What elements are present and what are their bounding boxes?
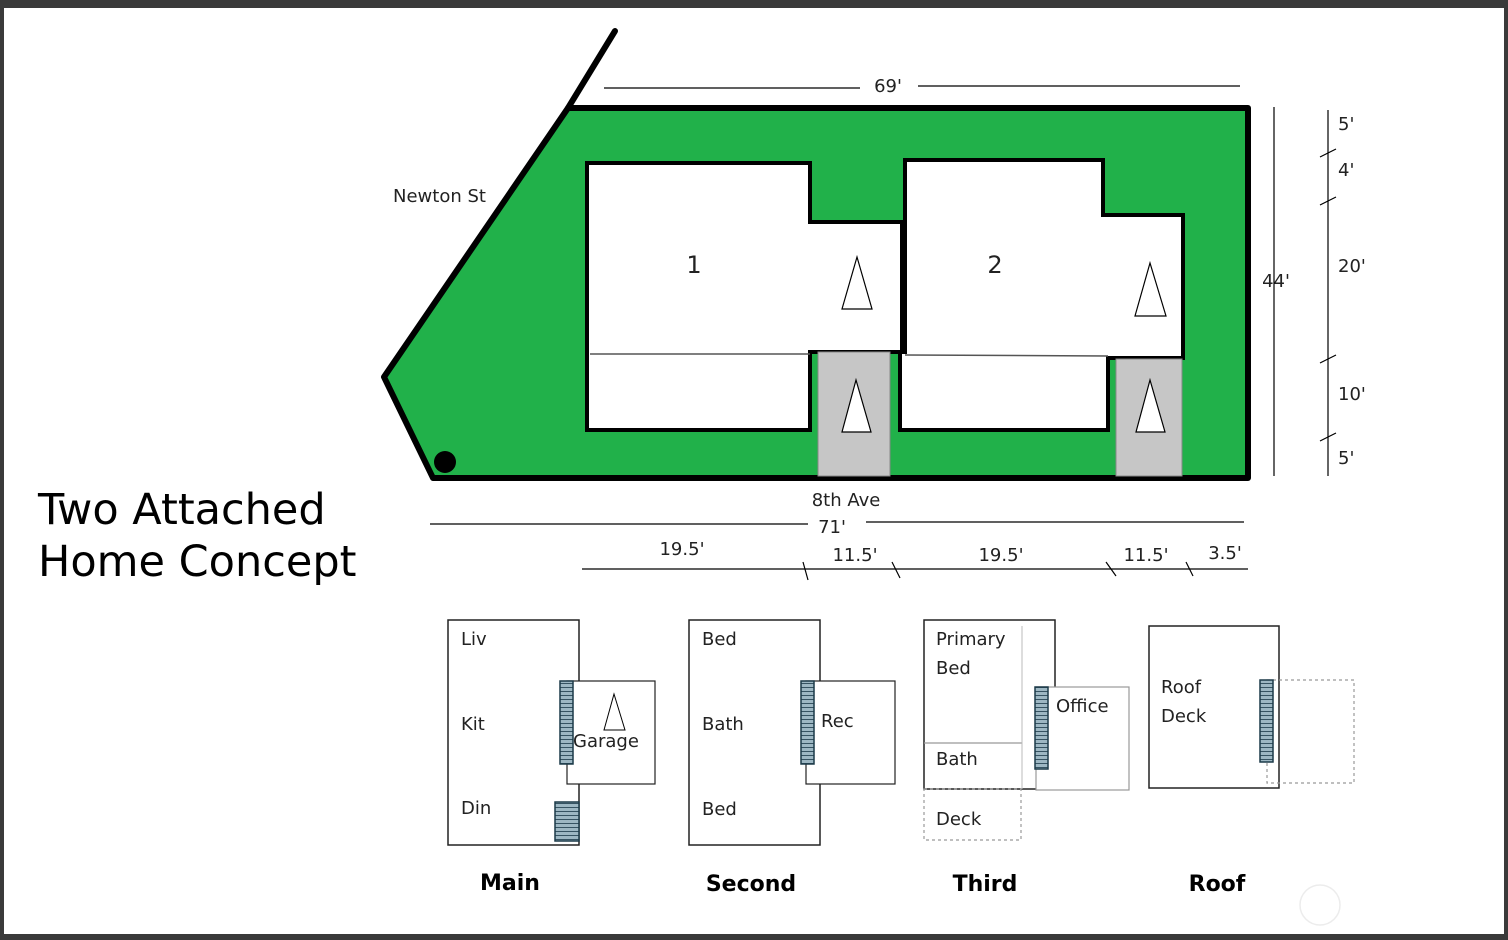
newton-street-label: Newton St <box>393 186 486 207</box>
width-segment-11-5a: 11.5' <box>832 545 877 566</box>
floor-roof: Roof Deck Roof <box>1148 625 1355 897</box>
floor-third: Primary Bed Bath Deck Office Third <box>923 619 1130 897</box>
segment-tick <box>1319 148 1337 158</box>
roof-extension-outline <box>1266 679 1355 784</box>
garage-outline <box>566 680 656 785</box>
stair-icon <box>1034 686 1049 770</box>
deck-outline <box>923 788 1022 841</box>
third-room-bed: Bed <box>936 658 971 679</box>
car-triangle-icon <box>1134 260 1167 317</box>
main-room-kit: Kit <box>461 714 485 735</box>
depth-segment-5a: 5' <box>1338 114 1354 135</box>
unit-2-footprint <box>898 158 1185 432</box>
width-segment-3-5: 3.5' <box>1208 543 1242 564</box>
main-room-din: Din <box>461 798 491 819</box>
third-room-bath: Bath <box>936 749 978 770</box>
second-house-outline <box>688 619 821 846</box>
second-room-bed-2: Bed <box>702 799 737 820</box>
segment-tick <box>1319 354 1337 364</box>
rec-outline <box>805 680 896 785</box>
segment-tick <box>891 561 901 579</box>
third-house-outline <box>923 619 1056 790</box>
top-width-dimension: 69' <box>874 76 902 97</box>
floor-main: Liv Kit Din Garage Main <box>447 619 656 896</box>
floor-label-main: Main <box>480 871 540 896</box>
segment-tick <box>1105 561 1117 577</box>
depth-segment-20: 20' <box>1338 256 1366 277</box>
segment-tick <box>1185 561 1194 577</box>
roof-room-deck: Deck <box>1161 706 1207 727</box>
main-room-liv: Liv <box>461 629 487 650</box>
floor-label-second: Second <box>706 872 796 897</box>
segment-tick <box>1319 432 1337 442</box>
depth-dimension: 44' <box>1262 271 1290 292</box>
floor-label-third: Third <box>953 872 1018 897</box>
car-triangle-icon <box>841 254 873 310</box>
stair-icon <box>800 680 815 765</box>
eighth-ave-label: 8th Ave <box>812 490 881 511</box>
faint-circle-mark <box>1299 884 1341 926</box>
title-line-2: Home Concept <box>38 537 357 587</box>
unit-1-label: 1 <box>686 251 701 279</box>
width-segment-11-5b: 11.5' <box>1123 545 1168 566</box>
bottom-width-dimension: 71' <box>818 517 846 538</box>
third-room-primary: Primary <box>936 629 1006 650</box>
unit-2-label: 2 <box>987 251 1002 279</box>
newton-street-line <box>565 28 618 111</box>
depth-segment-10: 10' <box>1338 384 1366 405</box>
second-room-bath: Bath <box>702 714 744 735</box>
third-room-deck: Deck <box>936 809 982 830</box>
depth-segment-4: 4' <box>1338 160 1354 181</box>
page-title: Two Attached Home Concept <box>38 484 357 588</box>
segment-tick <box>1319 196 1337 206</box>
width-segment-19-5a: 19.5' <box>659 539 704 560</box>
floor-label-roof: Roof <box>1189 872 1246 897</box>
second-room-bed-1: Bed <box>702 629 737 650</box>
roof-room-roof: Roof <box>1161 677 1202 698</box>
roof-outline <box>1148 625 1280 789</box>
car-triangle-icon <box>1135 377 1166 433</box>
width-segment-19-5b: 19.5' <box>978 545 1023 566</box>
site-plan: 1 2 Newton St 8th Ave 69' 71' 44' 5' 4' … <box>381 28 1366 581</box>
depth-segment-5b: 5' <box>1338 448 1354 469</box>
second-room-rec: Rec <box>821 711 854 732</box>
office-outline <box>1035 686 1130 791</box>
stair-icon <box>554 801 580 842</box>
main-room-garage: Garage <box>573 731 639 752</box>
car-triangle-icon <box>603 692 626 731</box>
stair-icon <box>559 680 574 765</box>
stair-icon <box>1259 679 1274 763</box>
corner-marker-icon <box>434 451 456 473</box>
title-line-1: Two Attached <box>38 485 326 535</box>
unit-2-divider <box>904 354 1109 357</box>
third-room-office: Office <box>1056 696 1109 717</box>
floor-second: Bed Bath Bed Rec Second <box>688 619 896 897</box>
car-triangle-icon <box>841 377 872 433</box>
segment-tick <box>802 561 809 581</box>
